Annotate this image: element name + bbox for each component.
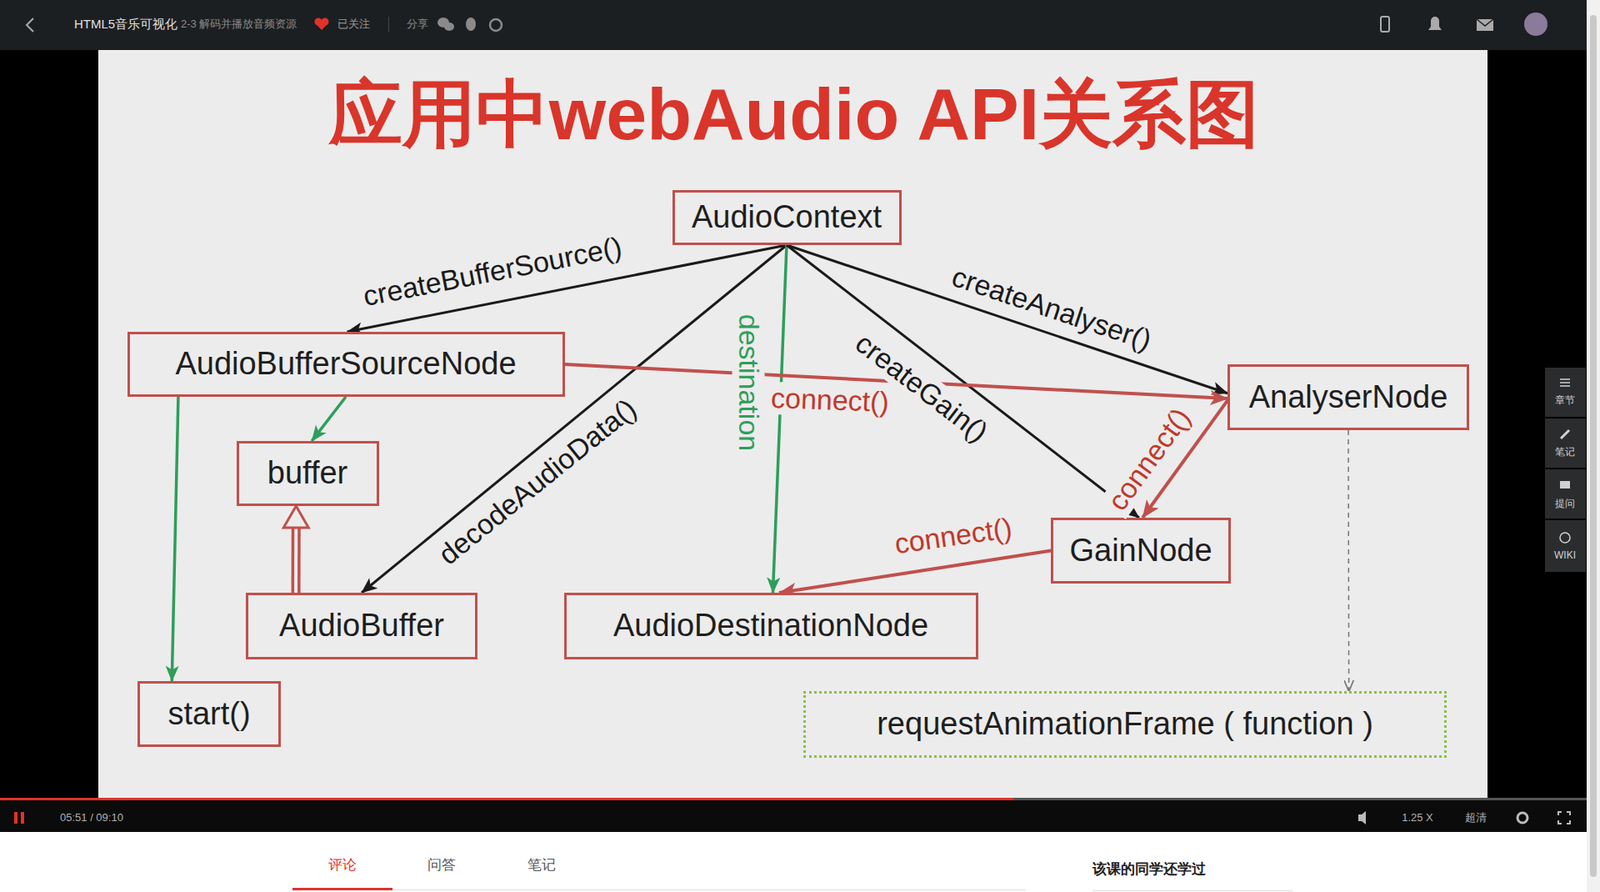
ui-text: 2-3 解码并播放音频资源 [180, 17, 297, 31]
fullscreen-icon [1558, 811, 1570, 824]
callback-box: requestAnimationFrame ( function ) [803, 690, 1447, 758]
box-label: requestAnimationFrame ( function ) [876, 705, 1374, 743]
ui-text: WIKI [1554, 549, 1576, 561]
pencil-icon [1560, 430, 1570, 439]
ui-text: 超清 [1465, 810, 1487, 825]
hollow-arrow-core [294, 525, 298, 593]
api-box: AudioBufferSourceNode [127, 331, 565, 397]
method-label: destination [731, 310, 765, 455]
ui-text: 05:51 / 09:10 [60, 810, 124, 825]
api-box: AudioBuffer [245, 592, 478, 660]
avatar [1524, 12, 1548, 36]
ui-text: 提问 [1555, 497, 1575, 510]
ui-text: 评论 [328, 856, 357, 874]
progress-track [0, 797, 1587, 800]
box-label: AudioBuffer [279, 607, 445, 645]
qq-icon [465, 17, 476, 31]
side-button [1545, 418, 1586, 468]
comment-area [0, 831, 1587, 892]
top-bar [0, 0, 1587, 50]
box-label: start() [167, 695, 250, 733]
box-label: GainNode [1069, 532, 1212, 570]
api-box: AnalyserNode [1227, 364, 1470, 430]
ui-text: 已关注 [337, 17, 370, 31]
side-button [1545, 469, 1586, 519]
volume-icon [1358, 810, 1366, 825]
api-box: AudioDestinationNode [564, 592, 979, 660]
connector [786, 245, 1228, 394]
box-label: AudioBufferSourceNode [175, 345, 516, 383]
mail-icon [1476, 19, 1494, 31]
ui-text: HTML5音乐可视化 [74, 16, 178, 32]
pause-icon [20, 811, 25, 824]
dashed-connector [1347, 430, 1350, 691]
wechat-part [444, 22, 455, 31]
chapter-icon [1560, 379, 1570, 386]
mail-flap [1476, 19, 1494, 26]
heart-icon [315, 18, 330, 31]
api-box: GainNode [1050, 517, 1230, 584]
box-label: AudioContext [691, 199, 882, 236]
api-box: start() [137, 680, 281, 747]
connector [772, 245, 787, 593]
hollow-arrowhead [283, 505, 309, 528]
api-box: buffer [236, 440, 380, 506]
ui-text: 分享 [406, 17, 429, 31]
ui-text: 1.25 X [1401, 810, 1434, 825]
side-button [1545, 520, 1586, 572]
connector [171, 396, 179, 681]
tab-rule [292, 889, 1026, 890]
box-label: AnalyserNode [1249, 379, 1449, 416]
phone-icon [1380, 16, 1390, 32]
scrollbar-track [1586, 0, 1600, 892]
connector [311, 396, 346, 441]
wiki-icon [1560, 532, 1570, 543]
box-label: buffer [267, 455, 348, 492]
back-icon [26, 18, 34, 32]
wechat-icon [437, 17, 455, 31]
control-bar [0, 799, 1587, 832]
api-box: AudioContext [672, 190, 902, 245]
slide-title: 应用中webAudio API关系图 [329, 74, 1260, 155]
side-rule [1092, 890, 1293, 891]
weibo-icon [490, 19, 502, 31]
connector [291, 525, 301, 593]
bell-icon [1428, 16, 1442, 30]
ui-text: 该课的同学还学过 [1092, 860, 1206, 878]
pause-icon [14, 811, 18, 824]
settings-icon [1517, 812, 1528, 823]
scrollbar-thumb [1590, 15, 1597, 877]
slide-ground [98, 50, 1488, 800]
ui-text: 问答 [427, 856, 456, 874]
divider [388, 16, 390, 32]
ui-text: 章节 [1555, 394, 1575, 406]
question-icon [1560, 480, 1570, 489]
method-label: connect() [766, 381, 893, 419]
ui-text: 笔记 [1555, 445, 1575, 458]
heart-part [315, 23, 329, 31]
side-button [1545, 367, 1586, 417]
ui-text: 笔记 [527, 856, 556, 874]
tab-underline [292, 887, 393, 890]
box-label: AudioDestinationNode [613, 607, 929, 645]
progress-played [0, 797, 1014, 800]
